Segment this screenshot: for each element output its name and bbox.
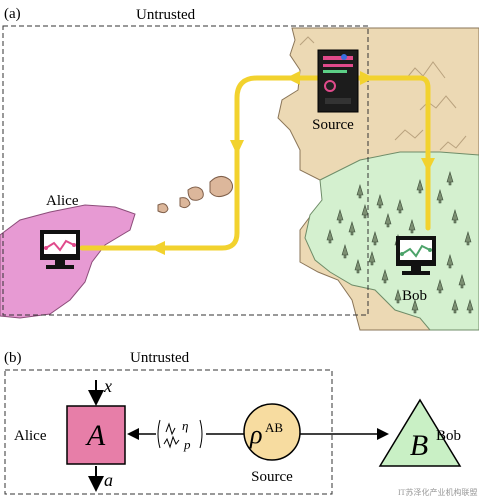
tree-icon [464,230,472,246]
server-tower-icon [317,49,359,113]
tree-icon [396,198,404,214]
tree-icon [381,268,389,284]
computer-monitor-icon [40,230,80,269]
output-label: a [104,470,113,490]
watermark: IT苏泽化产业机构联盟 [398,487,478,497]
tree-icon [354,258,362,274]
source-superscript: AB [265,420,283,435]
input-label: x [103,376,112,396]
source-symbol: ρ [249,420,262,449]
source-label-b: Source [251,469,293,485]
tree-icon [451,208,459,224]
tree-icon [416,178,424,194]
tree-icon [336,208,344,224]
tree-icon [348,220,356,236]
tree-cluster [326,170,474,314]
noise-symbol-bottom: p [183,437,191,452]
tree-icon [341,243,349,259]
tree-icon [411,298,419,314]
bob-box-letter: B [410,429,428,462]
bob-label-a: Bob [402,288,427,304]
tree-icon [436,188,444,204]
tree-icon [446,170,454,186]
tree-icon [384,212,392,228]
tree-icon [326,228,334,244]
tree-icon [436,278,444,294]
tree-icon [368,250,376,266]
tree-icon [394,288,402,304]
panel-b-label: (b) [4,350,22,366]
alice-box-letter: A [85,419,106,452]
tree-icon [376,193,384,209]
tree-icon [466,298,474,314]
alice-label-a: Alice [46,193,79,209]
source-label-a: Source [312,117,354,133]
tree-icon [446,253,454,269]
untrusted-label-a: Untrusted [136,7,196,23]
tree-icon [451,298,459,314]
tree-icon [356,183,364,199]
computer-monitor-icon [396,236,436,275]
alice-land [0,204,136,319]
untrusted-region-b [4,369,333,495]
tree-icon [371,230,379,246]
quantum-channel [79,75,431,251]
tree-icon [458,273,466,289]
alice-label-b: Alice [14,428,47,444]
bob-label-b: Bob [436,428,461,444]
source-circle [243,403,301,461]
channel-arrowheads [150,71,435,255]
islands [157,176,234,214]
tree-icon [408,218,416,234]
noise-icon [157,419,203,449]
untrusted-label-b: Untrusted [130,350,190,366]
bob-triangle [378,398,462,467]
untrusted-region-a [2,25,369,316]
alice-box [66,405,126,465]
panel-a-label: (a) [4,6,21,22]
tree-icon [361,203,369,219]
noise-symbol-top: η [182,418,188,433]
noise-box [156,418,206,452]
